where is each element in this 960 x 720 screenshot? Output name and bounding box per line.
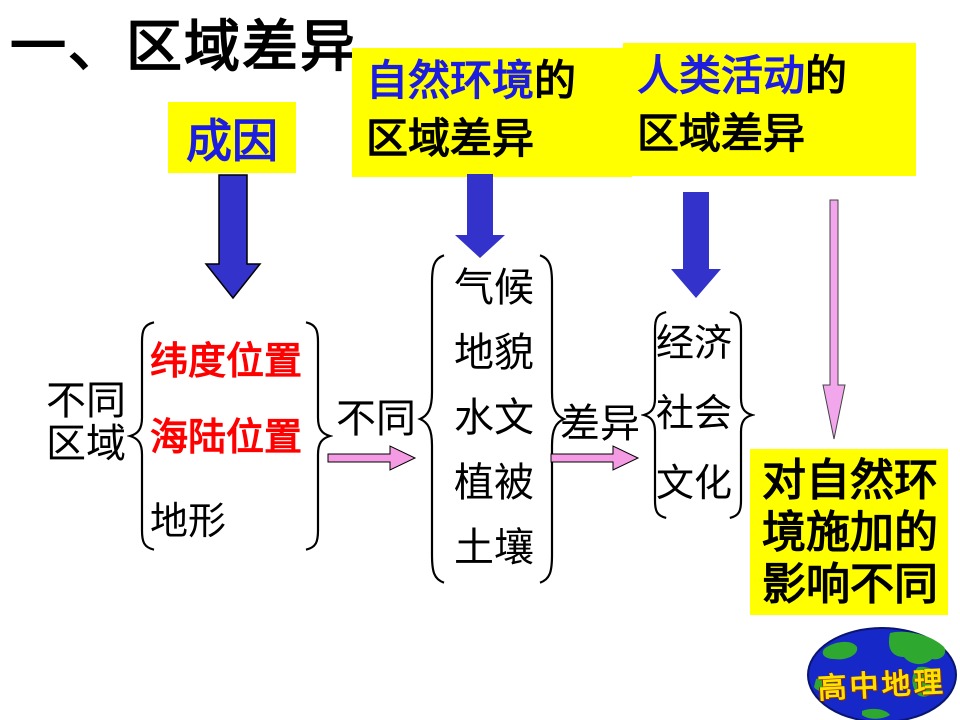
- nature-item-hydrology: 水文: [454, 395, 534, 440]
- human-activity-line1: 人类活动的: [637, 47, 916, 105]
- different-label: 不同: [336, 396, 416, 441]
- left-brace-icon: [641, 310, 669, 520]
- down-arrow-icon: [671, 192, 721, 298]
- nature-item-soil: 土壤: [454, 525, 534, 570]
- pink-down-arrow-icon: [822, 199, 846, 440]
- page-title: 一、区域差异: [10, 15, 358, 78]
- human-item-society: 社会: [656, 393, 733, 435]
- causes-label: 成因: [186, 114, 278, 167]
- impact-box: 对自然环 境施加的 影响不同: [750, 449, 948, 615]
- natural-env-box: 自然环境的 区域差异: [352, 48, 632, 177]
- left-brace-icon: [127, 320, 157, 552]
- right-brace-icon: [537, 252, 567, 586]
- impact-line3: 影响不同: [762, 560, 938, 609]
- left-group-label-line1: 不同: [46, 378, 126, 423]
- left-brace-icon: [417, 252, 447, 586]
- pink-right-arrow-icon: [550, 445, 640, 471]
- cause-item-latitude: 纬度位置: [150, 341, 303, 383]
- globe-logo-icon: [807, 627, 957, 720]
- impact-line1: 对自然环: [762, 456, 938, 505]
- human-item-economy: 经济: [656, 323, 733, 365]
- human-activity-suffix: 的: [805, 52, 848, 99]
- natural-env-suffix: 的: [534, 57, 577, 104]
- natural-env-highlight: 自然环境: [366, 57, 535, 104]
- nature-item-vegetation: 植被: [454, 460, 534, 505]
- difference-label: 差异: [560, 401, 640, 446]
- down-arrow-icon: [455, 174, 505, 258]
- natural-env-line1: 自然环境的: [366, 52, 632, 110]
- right-brace-icon: [727, 310, 755, 520]
- nature-items-list: 气候 地貌 水文 植被 土壤: [454, 257, 534, 582]
- impact-line2: 境施加的: [762, 508, 938, 557]
- logo-text: 高中地理: [816, 666, 947, 706]
- nature-item-climate: 气候: [454, 265, 534, 310]
- left-group-label: 不同 区域: [46, 379, 126, 465]
- human-activity-box: 人类活动的 区域差异: [623, 43, 916, 176]
- causes-box: 成因: [168, 102, 296, 173]
- left-group-label-line2: 区域: [46, 421, 126, 466]
- cause-item-land-sea: 海陆位置: [150, 417, 303, 459]
- pink-right-arrow-icon: [327, 445, 417, 471]
- natural-env-line2: 区域差异: [366, 115, 535, 162]
- nature-item-landform: 地貌: [454, 330, 534, 375]
- human-activity-line2: 区域差异: [637, 110, 806, 157]
- human-item-culture: 文化: [656, 463, 733, 505]
- right-brace-icon: [303, 320, 333, 552]
- cause-item-terrain: 地形: [150, 501, 227, 543]
- down-arrow-icon: [204, 174, 262, 300]
- human-items-list: 经济 社会 文化: [656, 312, 732, 522]
- human-activity-highlight: 人类活动: [637, 52, 806, 99]
